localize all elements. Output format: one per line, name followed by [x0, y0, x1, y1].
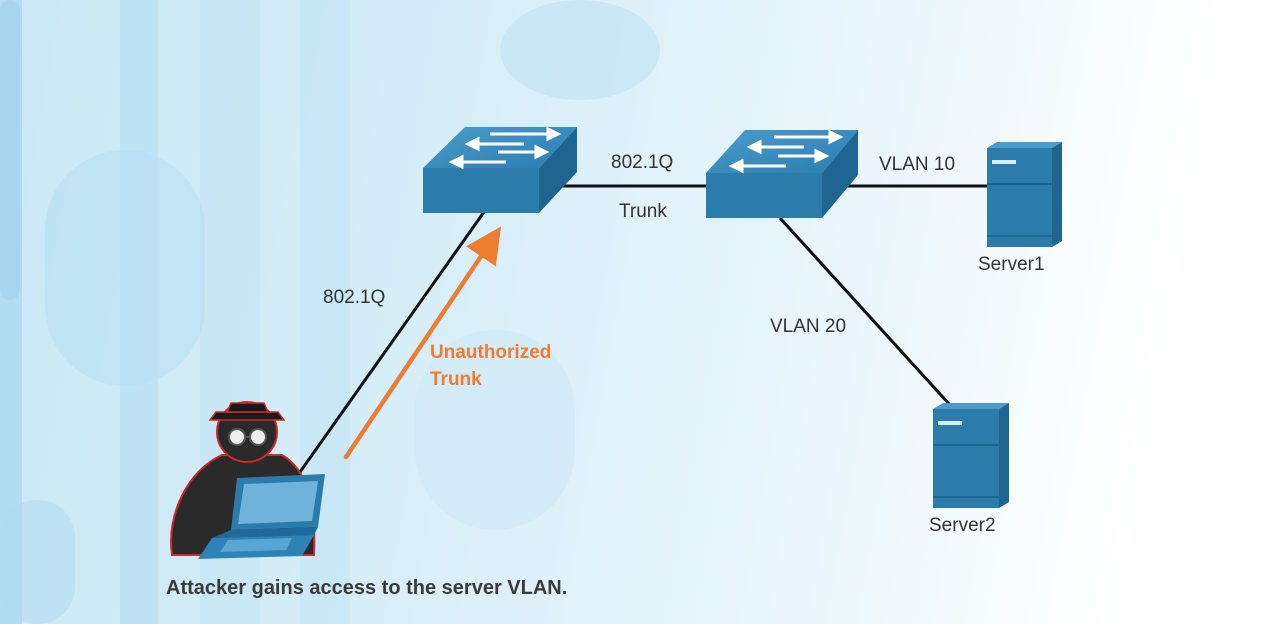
attacker-link-protocol-label: 802.1Q [323, 287, 386, 308]
server-2-icon [933, 403, 1009, 508]
vlan20-link [778, 216, 952, 407]
attacker-link [298, 211, 486, 473]
switch-1-icon [423, 126, 577, 213]
server-1-icon [987, 142, 1062, 247]
unauthorized-label-line2: Trunk [430, 369, 482, 390]
diagram-caption: Attacker gains access to the server VLAN… [166, 577, 568, 599]
trunk-label: Trunk [619, 201, 667, 222]
server1-label: Server1 [978, 254, 1045, 275]
laptop-icon [198, 474, 325, 559]
vlan10-label: VLAN 10 [879, 154, 956, 175]
server2-label: Server2 [929, 515, 996, 536]
unauthorized-label-line1: Unauthorized [430, 342, 552, 363]
switch-2-icon [706, 129, 858, 218]
trunk-protocol-label: 802.1Q [611, 152, 674, 173]
vlan20-label: VLAN 20 [770, 316, 847, 337]
unauthorized-trunk-arrow [343, 226, 502, 460]
